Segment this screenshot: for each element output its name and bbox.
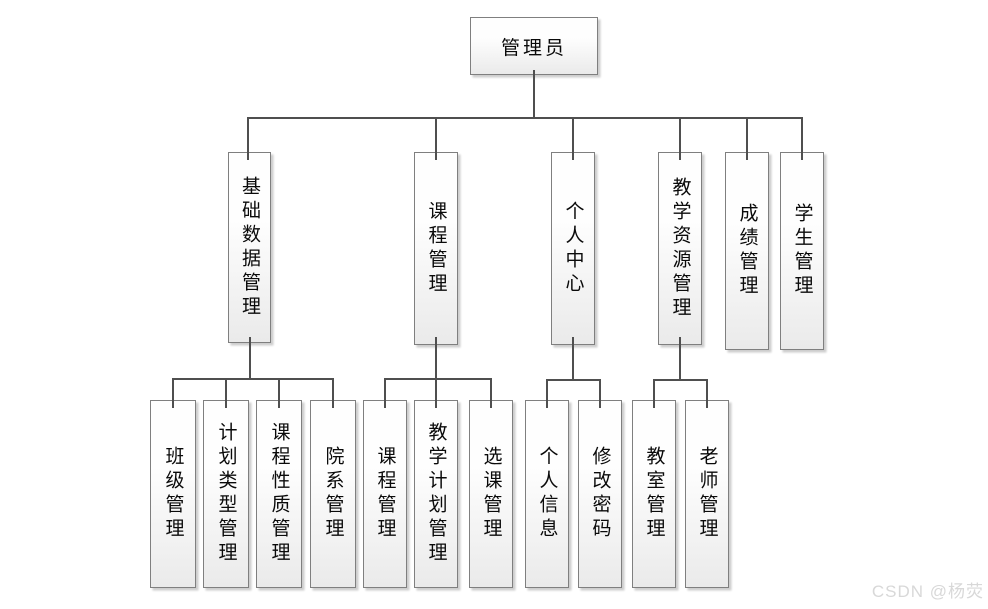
node-personal-center: 个人中心 <box>551 152 595 345</box>
node-course-mgmt-sub: 课程管理 <box>363 400 407 588</box>
watermark: CSDN @杨荧 <box>871 582 984 601</box>
node-plan-type-mgmt: 计划类型管理 <box>203 400 249 588</box>
node-change-password: 修改密码 <box>578 400 622 588</box>
node-course-mgmt: 课程管理 <box>414 152 458 345</box>
node-personal-info: 个人信息 <box>525 400 569 588</box>
node-teacher-mgmt: 老师管理 <box>685 400 729 588</box>
node-department-mgmt: 院系管理 <box>310 400 356 588</box>
node-admin: 管理员 <box>470 17 598 75</box>
node-grade-mgmt: 成绩管理 <box>725 152 769 350</box>
node-teaching-resource-mgmt: 教学资源管理 <box>658 152 702 345</box>
node-teaching-plan-mgmt: 教学计划管理 <box>414 400 458 588</box>
node-classroom-mgmt: 教室管理 <box>632 400 676 588</box>
node-course-selection-mgmt: 选课管理 <box>469 400 513 588</box>
node-course-nature-mgmt: 课程性质管理 <box>256 400 302 588</box>
node-class-mgmt: 班级管理 <box>150 400 196 588</box>
node-basic-data-mgmt: 基础数据管理 <box>228 152 271 343</box>
node-student-mgmt: 学生管理 <box>780 152 824 350</box>
